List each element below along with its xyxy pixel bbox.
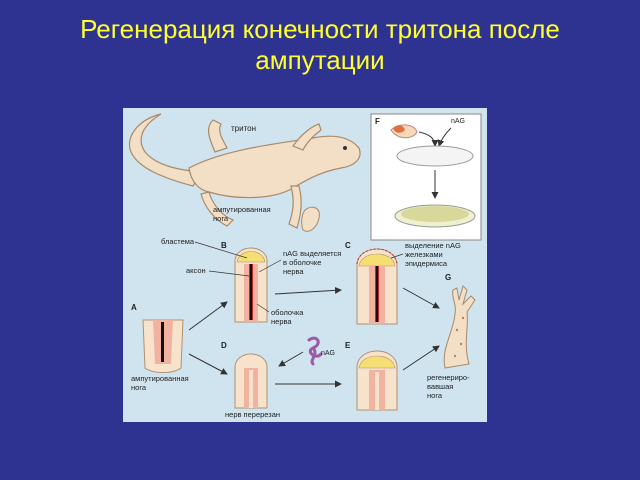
- label-nag-protein: nAG: [321, 350, 335, 357]
- letter-b: B: [221, 241, 227, 250]
- label-amputated-a-2: нога: [131, 383, 147, 392]
- leader-blastema: [194, 241, 248, 259]
- leader-nerve-sheath: [256, 303, 270, 313]
- figure-svg: тритон ампутированная нога F nAG A ампут…: [123, 108, 487, 422]
- nag-protein-squiggle: [307, 336, 323, 366]
- label-nag-secreted-1: nAG выделяется: [283, 249, 341, 258]
- label-blastema: бластема: [161, 237, 195, 246]
- panel-e: E: [345, 341, 398, 411]
- panel-d: D нерв перерезан: [221, 341, 280, 419]
- label-regenerated-3: нога: [427, 391, 443, 400]
- label-amputated-leg-top-2: нога: [213, 214, 229, 223]
- regeneration-figure: тритон ампутированная нога F nAG A ампут…: [123, 108, 487, 422]
- panel-g: G: [443, 273, 476, 369]
- label-nag-top: nAG: [451, 118, 465, 125]
- label-nag-glands-1: выделение nAG: [405, 241, 461, 250]
- arrow-a-to-d: [188, 353, 228, 375]
- arrow-e-to-g: [402, 345, 440, 371]
- letter-d: D: [221, 341, 227, 350]
- label-amputated-leg-top-1: ампутированная: [213, 205, 271, 214]
- label-nag-glands-3: эпидермиса: [405, 259, 448, 268]
- arrow-b-to-c: [274, 286, 342, 295]
- label-nag-secreted-2: в оболочке: [283, 258, 321, 267]
- panel-b: B: [221, 241, 268, 323]
- leader-nag-secreted: [258, 259, 282, 273]
- label-regenerated-2: вавшая: [427, 382, 453, 391]
- panel-f: F nAG: [370, 113, 482, 241]
- amputated-foot: [301, 206, 320, 232]
- letter-c: C: [345, 241, 351, 250]
- letter-e: E: [345, 341, 351, 350]
- arrow-c-to-g: [402, 287, 440, 309]
- title-line-2: ампутации: [255, 45, 385, 75]
- label-nag-glands-2: железками: [405, 250, 443, 259]
- leader-axon: [208, 270, 250, 277]
- label-nerve-sheath-2: нерва: [271, 317, 292, 326]
- label-nerve-cut: нерв перерезан: [225, 410, 280, 419]
- label-amputated-a-1: ампутированная: [131, 374, 189, 383]
- label-axon: аксон: [186, 266, 206, 275]
- newt-eye: [343, 146, 347, 150]
- label-regenerated-1: регенериро-: [427, 373, 470, 382]
- panel-c: C: [345, 241, 398, 325]
- newt-illustration: [128, 113, 361, 229]
- slide-title: Регенерация конечности тритона после амп…: [20, 14, 620, 76]
- letter-f: F: [375, 117, 380, 126]
- arrow-a-to-b: [188, 301, 228, 331]
- label-newt: тритон: [231, 124, 256, 133]
- leader-nag-glands: [390, 253, 404, 259]
- title-line-1: Регенерация конечности тритона после: [80, 14, 560, 44]
- label-nag-secreted-3: нерва: [283, 267, 304, 276]
- panel-a: A ампутированная нога: [131, 303, 189, 392]
- arrow-nag-to-d: [278, 351, 304, 367]
- letter-a: A: [131, 303, 137, 312]
- label-nerve-sheath-1: оболочка: [271, 308, 304, 317]
- letter-g: G: [445, 273, 451, 282]
